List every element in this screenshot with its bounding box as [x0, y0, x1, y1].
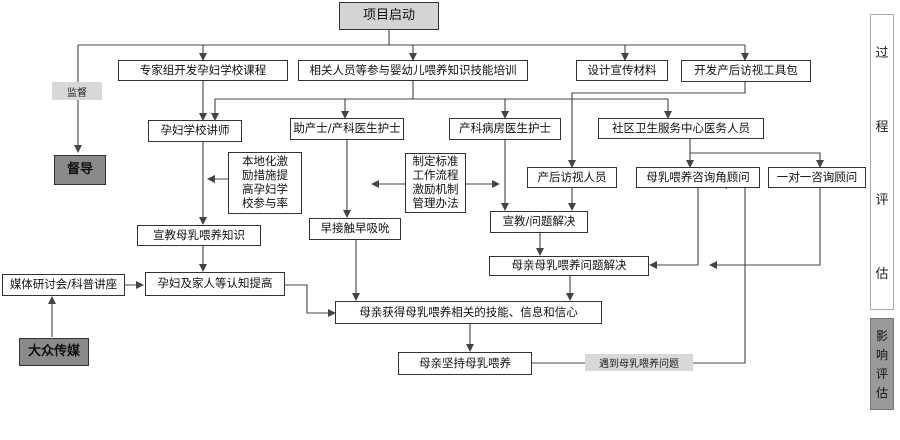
awareness-node: 孕妇及家人等认知提高 — [145, 272, 285, 296]
launch-node: 项目启动 — [339, 2, 439, 30]
process-eval-char: 评 — [875, 193, 889, 209]
impact-eval-char: 影 — [875, 329, 888, 343]
corner-consultant-node: 母乳喂养咨询角顾问 — [636, 167, 760, 188]
process-evaluation-bar: 过 程 评 估 — [870, 14, 894, 310]
teacher-node: 孕妇学校讲师 — [148, 120, 242, 142]
mother-solve-node: 母亲母乳喂养问题解决 — [489, 256, 649, 276]
course-node: 专家组开发孕妇学校课程 — [118, 60, 288, 81]
process-eval-char: 过 — [875, 46, 889, 62]
toolkit-node: 开发产后访视工具包 — [681, 60, 811, 82]
connector — [285, 284, 336, 317]
edu-knowledge-node: 宣教母乳喂养知识 — [137, 225, 261, 246]
connector — [568, 82, 746, 168]
mother-skills-node: 母亲获得母乳喂养相关的技能、信息和信心 — [335, 301, 602, 324]
connector — [649, 188, 699, 269]
impact-evaluation-bar: 影 响 评 估 — [870, 318, 894, 410]
localize-incentive-node: 本地化激 励措施提 高孕妇学 校参与率 — [228, 152, 302, 214]
supervise-node: 督导 — [54, 155, 106, 185]
connector — [709, 188, 821, 269]
process-eval-char: 估 — [875, 266, 889, 282]
community-node: 社区卫生服务中心医务人员 — [598, 118, 764, 139]
mass-media-node: 大众传媒 — [19, 338, 89, 366]
training-node: 相关人员等参与婴幼儿喂养知识技能培训 — [298, 60, 528, 81]
promo-node: 设计宣传材料 — [576, 60, 668, 81]
early-contact-node: 早接触早吸吮 — [309, 218, 401, 240]
problem-label: 遇到母乳喂养问题 — [585, 354, 693, 371]
edu-solve-node: 宣教/问题解决 — [490, 211, 588, 233]
standards-node: 制定标准 工作流程 激励机制 管理办法 — [405, 153, 466, 213]
supervision-label: 监督 — [52, 82, 102, 100]
midwife-node: 助产士/产科医生护士 — [290, 118, 404, 140]
impact-eval-char: 估 — [875, 386, 888, 400]
media-event-node: 媒体研讨会/科普讲座 — [2, 274, 125, 296]
connector — [689, 138, 824, 168]
ward-nurse-node: 产科病房医生护士 — [449, 118, 561, 140]
persist-node: 母亲坚持母乳喂养 — [398, 352, 532, 375]
one-on-one-consultant-node: 一对一咨询顾问 — [768, 167, 866, 188]
process-eval-char: 程 — [875, 119, 889, 135]
visitor-node: 产后访视人员 — [527, 167, 617, 188]
impact-eval-char: 响 — [875, 348, 888, 362]
impact-eval-char: 评 — [875, 367, 888, 381]
